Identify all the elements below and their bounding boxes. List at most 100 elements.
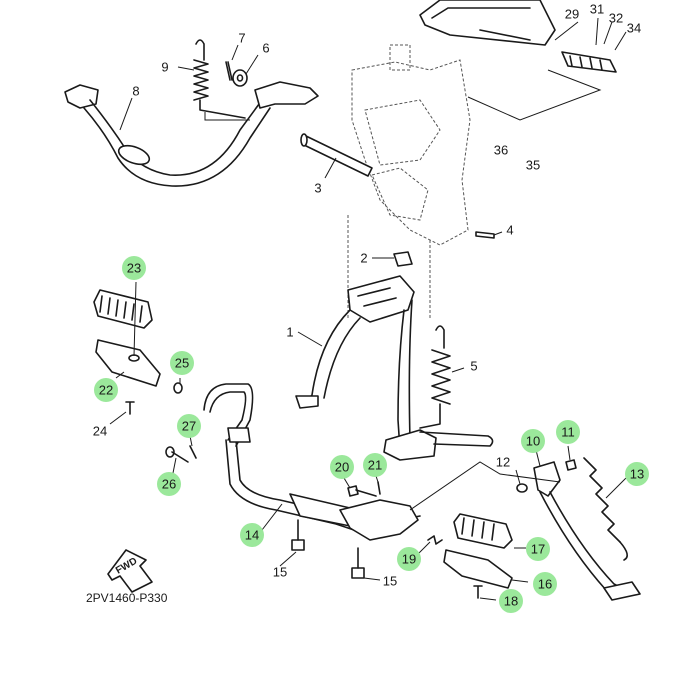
callout-highlight-10 xyxy=(521,429,545,453)
callout-number-7: 7 xyxy=(238,30,245,45)
callout-number-20: 20 xyxy=(335,459,349,474)
callout-number-1: 1 xyxy=(286,324,293,339)
callout-6: 6 xyxy=(262,40,269,55)
callout-number-13: 13 xyxy=(630,466,644,481)
spring-19 xyxy=(427,535,443,545)
callout-7: 7 xyxy=(238,30,245,45)
rear-footrest-peg xyxy=(561,51,617,73)
callout-number-15a: 15 xyxy=(273,564,287,579)
callout-number-6: 6 xyxy=(262,40,269,55)
callout-31: 31 xyxy=(590,1,604,16)
callout-25: 25 xyxy=(170,351,194,375)
callout-number-25: 25 xyxy=(175,355,189,370)
stand-spring xyxy=(419,325,451,429)
sidestand-spring xyxy=(583,457,628,561)
callout-15b: 15 xyxy=(383,573,397,588)
callout-15a: 15 xyxy=(273,564,287,579)
spring-washer-25 xyxy=(173,382,183,394)
callout-27: 27 xyxy=(177,414,201,438)
callout-13: 13 xyxy=(625,462,649,486)
callout-number-5: 5 xyxy=(470,358,477,373)
footrest-bracket xyxy=(95,339,161,387)
callout-35: 35 xyxy=(526,157,540,172)
fwd-arrow-icon: FWD xyxy=(107,549,153,593)
callout-3: 3 xyxy=(314,180,321,195)
callout-highlight-17 xyxy=(526,537,550,561)
rear-footrest-bracket xyxy=(419,0,556,46)
callout-26: 26 xyxy=(157,472,181,496)
footrest-rubber-right xyxy=(453,513,513,549)
callout-1: 1 xyxy=(286,324,293,339)
callout-number-35: 35 xyxy=(526,157,540,172)
callout-12: 12 xyxy=(496,454,510,469)
callout-14: 14 xyxy=(240,523,264,547)
callout-4: 4 xyxy=(506,222,513,237)
bolt-15b xyxy=(351,547,365,579)
callout-10: 10 xyxy=(521,429,545,453)
callout-20: 20 xyxy=(330,455,354,479)
callout-19: 19 xyxy=(397,547,421,571)
callout-highlight-16 xyxy=(533,572,557,596)
callout-highlight-23 xyxy=(122,256,146,280)
sidestand-bolt xyxy=(565,459,577,471)
cotter-pin xyxy=(225,61,233,81)
callout-29: 29 xyxy=(565,6,579,21)
callout-highlight-19 xyxy=(397,547,421,571)
callout-number-24: 24 xyxy=(93,423,107,438)
callout-17: 17 xyxy=(526,537,550,561)
footrest-bar xyxy=(203,383,421,541)
callout-2: 2 xyxy=(360,250,367,265)
callout-highlight-13 xyxy=(625,462,649,486)
callout-highlight-22 xyxy=(94,378,118,402)
callout-34: 34 xyxy=(627,20,641,35)
callout-number-32: 32 xyxy=(609,10,623,25)
callout-number-31: 31 xyxy=(590,1,604,16)
callout-24: 24 xyxy=(93,423,107,438)
main-stand xyxy=(295,275,494,461)
callout-highlight-26 xyxy=(157,472,181,496)
washer xyxy=(232,69,248,87)
callout-9: 9 xyxy=(161,59,168,74)
callout-number-27: 27 xyxy=(182,418,196,433)
callout-number-19: 19 xyxy=(402,551,416,566)
bolt-15a xyxy=(291,519,305,551)
callout-8: 8 xyxy=(132,83,139,98)
callout-36: 36 xyxy=(494,142,508,157)
callout-number-3: 3 xyxy=(314,180,321,195)
callout-16: 16 xyxy=(533,572,557,596)
callout-number-26: 26 xyxy=(162,476,176,491)
footrest-bracket-right xyxy=(443,549,513,589)
callout-highlight-18 xyxy=(499,589,523,613)
callout-11: 11 xyxy=(556,420,580,444)
callout-5: 5 xyxy=(470,358,477,373)
stopper xyxy=(393,251,413,267)
callout-number-34: 34 xyxy=(627,20,641,35)
callout-number-10: 10 xyxy=(526,433,540,448)
pivot-shaft xyxy=(300,133,373,177)
callout-18: 18 xyxy=(499,589,523,613)
diagram-code: 2PV1460-P330 xyxy=(86,591,168,605)
callout-22: 22 xyxy=(94,378,118,402)
pin-26 xyxy=(165,446,189,463)
callout-number-14: 14 xyxy=(245,527,259,542)
footrest-rubber xyxy=(93,289,153,329)
callout-number-16: 16 xyxy=(538,576,552,591)
callout-highlight-27 xyxy=(177,414,201,438)
callout-number-12: 12 xyxy=(496,454,510,469)
callout-number-18: 18 xyxy=(504,593,518,608)
callout-number-29: 29 xyxy=(565,6,579,21)
brake-pedal xyxy=(64,81,319,187)
frame-outline xyxy=(347,44,471,320)
callout-number-11: 11 xyxy=(561,424,575,439)
bolt-20 xyxy=(347,485,377,497)
callout-number-9: 9 xyxy=(161,59,168,74)
callout-number-23: 23 xyxy=(127,260,141,275)
callout-highlight-25 xyxy=(170,351,194,375)
callout-highlight-21 xyxy=(363,453,387,477)
callout-21: 21 xyxy=(363,453,387,477)
callout-number-4: 4 xyxy=(506,222,513,237)
callout-number-21: 21 xyxy=(368,457,382,472)
callout-number-2: 2 xyxy=(360,250,367,265)
